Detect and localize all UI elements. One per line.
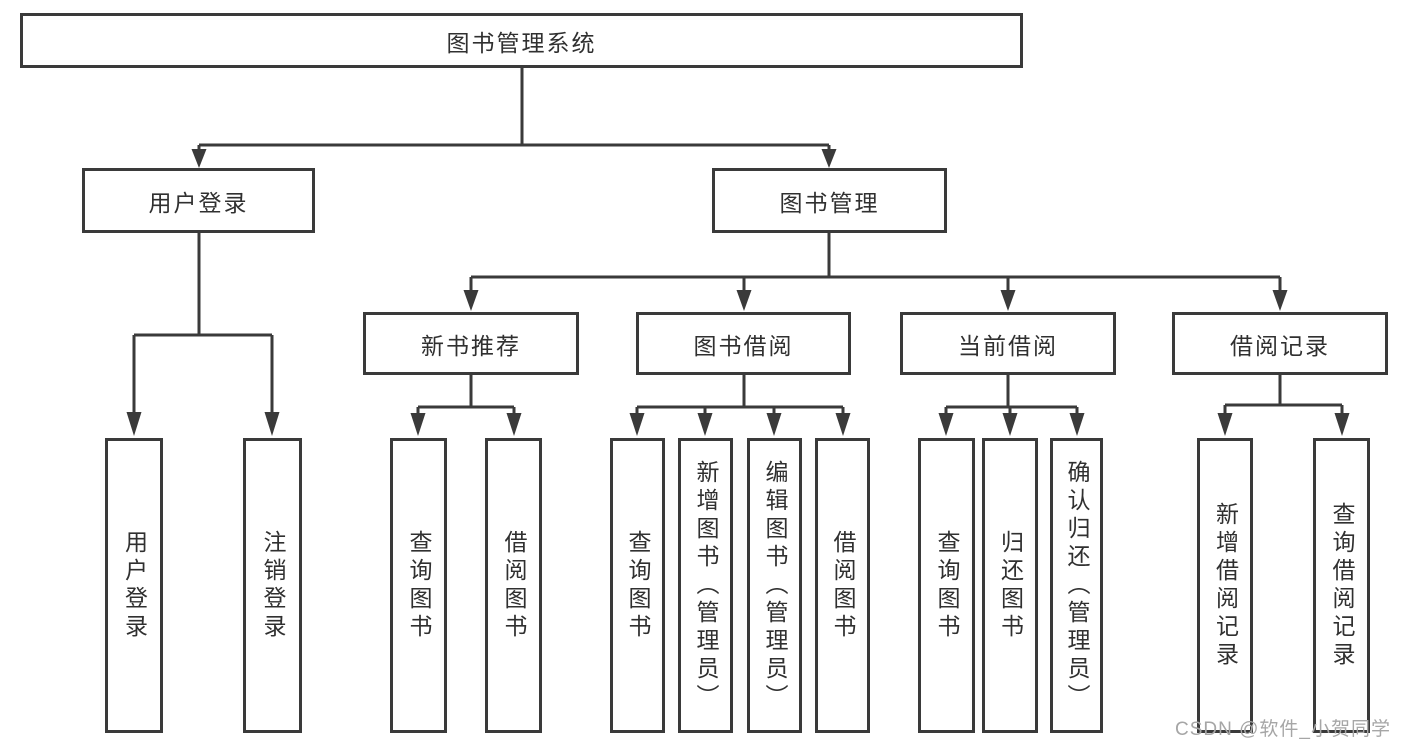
leaf-borrowing-edit-books-admin: 编辑图书（管理员）: [747, 438, 802, 733]
leaf-user-login-label: 用户登录: [121, 529, 148, 642]
node-library-system: 图书管理系统: [20, 13, 1023, 68]
node-borrowing-records-label: 借阅记录: [1230, 332, 1330, 359]
leaf-records-query-record-label: 查询借阅记录: [1329, 501, 1355, 670]
leaf-records-add-record-label: 新增借阅记录: [1212, 501, 1239, 670]
leaf-user-login: 用户登录: [105, 438, 163, 733]
node-book-borrowing-label: 图书借阅: [693, 332, 794, 359]
node-new-book-recommend-label: 新书推荐: [421, 332, 521, 359]
leaf-borrowing-add-books-admin-label: 新增图书（管理员）: [693, 459, 719, 712]
leaf-borrowing-query-books: 查询图书: [610, 438, 665, 733]
leaf-borrowing-query-books-label: 查询图书: [625, 529, 651, 642]
node-library-system-label: 图书管理系统: [446, 29, 597, 56]
leaf-records-query-record: 查询借阅记录: [1313, 438, 1370, 733]
leaf-recommend-query-books-label: 查询图书: [406, 529, 432, 642]
csdn-watermark: CSDN @软件_小贺同学: [1175, 719, 1391, 740]
leaf-borrowing-edit-books-admin-label: 编辑图书（管理员）: [762, 459, 788, 712]
node-book-management-label: 图书管理: [779, 189, 880, 216]
leaf-current-confirm-return-admin: 确认归还（管理员）: [1050, 438, 1103, 733]
leaf-logout: 注销登录: [243, 438, 302, 733]
leaf-records-add-record: 新增借阅记录: [1197, 438, 1253, 733]
node-user-login-label: 用户登录: [148, 189, 249, 216]
leaf-current-confirm-return-admin-label: 确认归还（管理员）: [1064, 459, 1090, 712]
leaf-logout-label: 注销登录: [260, 529, 286, 642]
node-current-borrowing-label: 当前借阅: [958, 332, 1058, 359]
leaf-borrowing-borrow-books-label: 借阅图书: [830, 529, 856, 642]
leaf-recommend-query-books: 查询图书: [390, 438, 447, 733]
leaf-current-query-books: 查询图书: [918, 438, 975, 733]
leaf-borrowing-borrow-books: 借阅图书: [815, 438, 870, 733]
leaf-current-return-books-label: 归还图书: [997, 529, 1024, 642]
node-book-borrowing: 图书借阅: [636, 312, 851, 375]
leaf-recommend-borrow-books: 借阅图书: [485, 438, 542, 733]
node-new-book-recommend: 新书推荐: [363, 312, 579, 375]
leaf-recommend-borrow-books-label: 借阅图书: [501, 529, 527, 642]
leaf-current-return-books: 归还图书: [982, 438, 1038, 733]
node-book-management: 图书管理: [712, 168, 947, 233]
node-borrowing-records: 借阅记录: [1172, 312, 1388, 375]
node-current-borrowing: 当前借阅: [900, 312, 1116, 375]
leaf-borrowing-add-books-admin: 新增图书（管理员）: [678, 438, 733, 733]
node-user-login: 用户登录: [82, 168, 315, 233]
leaf-current-query-books-label: 查询图书: [934, 529, 960, 642]
